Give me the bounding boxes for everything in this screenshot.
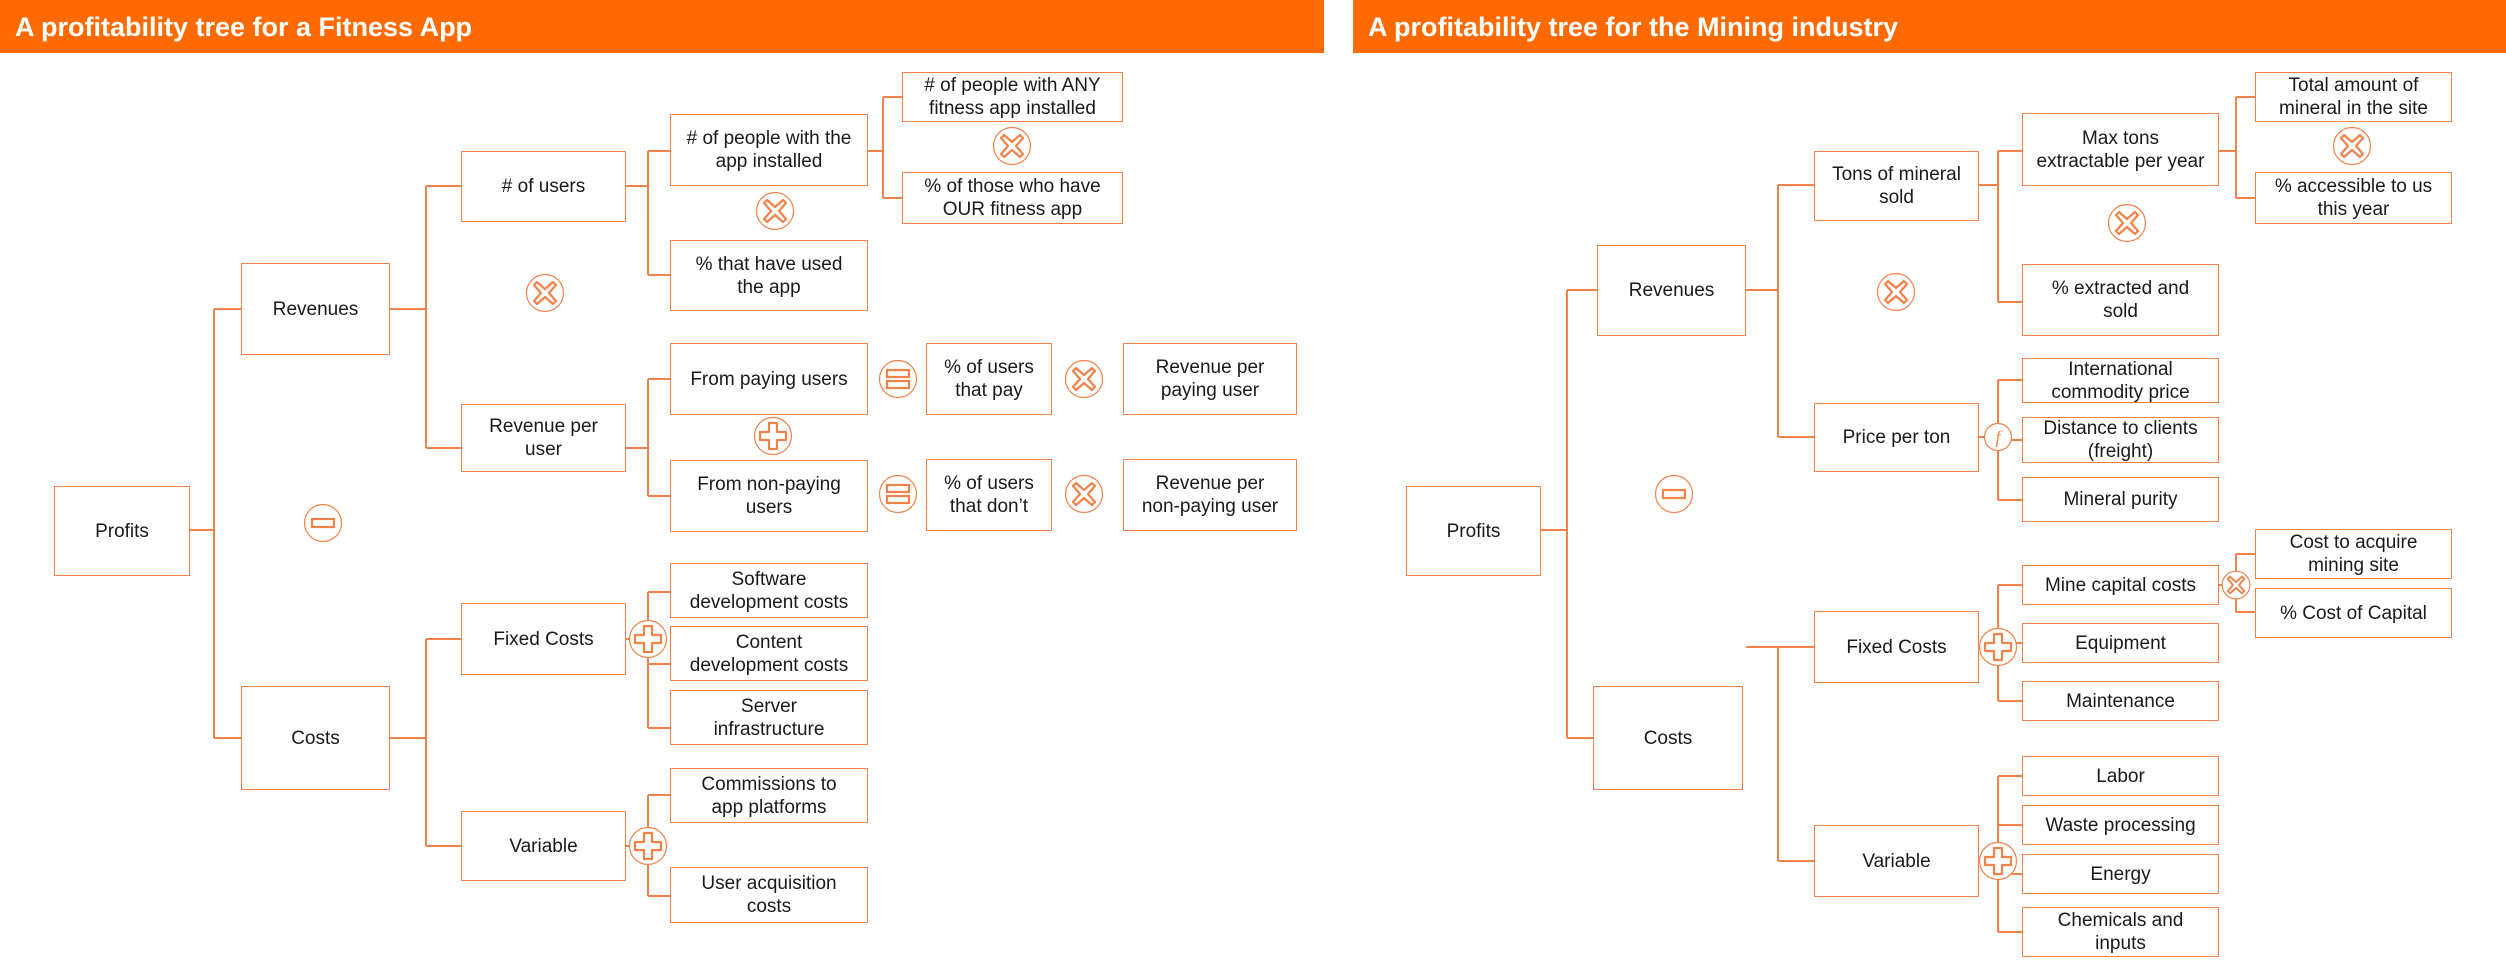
mining-header: A profitability tree for the Mining indu… xyxy=(1353,0,2506,53)
fitness-revenues-node: Revenues xyxy=(241,263,390,355)
multiply-icon xyxy=(1064,474,1104,514)
plus-icon xyxy=(628,619,668,659)
multiply-icon xyxy=(2221,570,2251,600)
multiply-icon xyxy=(2332,126,2372,166)
fitness-user-acq-node: User acquisition costs xyxy=(670,867,868,923)
fitness-people-installed-node: # of people with the app installed xyxy=(670,114,868,186)
fitness-our-fitness-node: % of those who have OUR fitness app xyxy=(902,172,1123,224)
multiply-icon xyxy=(525,273,565,313)
mining-waste-node: Waste processing xyxy=(2022,805,2219,845)
fitness-revenue-per-user-node: Revenue per user xyxy=(461,404,626,472)
mining-revenues-node: Revenues xyxy=(1597,245,1746,336)
fitness-pct-used-node: % that have used the app xyxy=(670,240,868,311)
fitness-from-nonpaying-node: From non-paying users xyxy=(670,460,868,532)
mining-fixed-costs-node: Fixed Costs xyxy=(1814,611,1979,683)
fitness-rev-paying-node: Revenue per paying user xyxy=(1123,343,1297,415)
equals-icon xyxy=(878,359,918,399)
fitness-costs-node: Costs xyxy=(241,686,390,790)
mining-tons-sold-node: Tons of mineral sold xyxy=(1814,151,1979,221)
multiply-icon xyxy=(1876,272,1916,312)
mining-equipment-node: Equipment xyxy=(2022,623,2219,663)
mining-profits-node: Profits xyxy=(1406,486,1541,576)
mining-variable-node: Variable xyxy=(1814,825,1979,897)
minus-icon xyxy=(303,503,343,543)
mining-price-per-ton-node: Price per ton xyxy=(1814,403,1979,472)
mining-chemicals-node: Chemicals and inputs xyxy=(2022,907,2219,957)
mining-distance-node: Distance to clients (freight) xyxy=(2022,417,2219,463)
fitness-pct-pay-node: % of users that pay xyxy=(926,343,1052,415)
multiply-icon xyxy=(755,191,795,231)
equals-icon xyxy=(878,474,918,514)
mining-labor-node: Labor xyxy=(2022,756,2219,796)
fitness-server-infra-node: Server infrastructure xyxy=(670,690,868,745)
mining-purity-node: Mineral purity xyxy=(2022,477,2219,522)
mining-maintenance-node: Maintenance xyxy=(2022,681,2219,721)
fitness-rev-nonpaying-node: Revenue per non-paying user xyxy=(1123,459,1297,531)
mining-mine-capital-node: Mine capital costs xyxy=(2022,565,2219,605)
mining-costs-node: Costs xyxy=(1593,686,1743,790)
fitness-profits-node: Profits xyxy=(54,486,190,576)
mining-energy-node: Energy xyxy=(2022,854,2219,894)
fitness-any-fitness-node: # of people with ANY fitness app install… xyxy=(902,72,1123,122)
multiply-icon xyxy=(2107,203,2147,243)
function-icon: f xyxy=(1983,422,2013,452)
plus-icon xyxy=(628,826,668,866)
minus-icon xyxy=(1654,474,1694,514)
fitness-variable-node: Variable xyxy=(461,811,626,881)
mining-pct-cost-capital-node: % Cost of Capital xyxy=(2255,588,2452,638)
fitness-header: A profitability tree for a Fitness App xyxy=(0,0,1324,53)
mining-title: A profitability tree for the Mining indu… xyxy=(1368,12,1899,42)
fitness-from-paying-node: From paying users xyxy=(670,343,868,415)
fitness-content-dev-node: Content development costs xyxy=(670,626,868,681)
mining-max-tons-node: Max tons extractable per year xyxy=(2022,113,2219,186)
fitness-software-dev-node: Software development costs xyxy=(670,563,868,618)
mining-cost-acquire-node: Cost to acquire mining site xyxy=(2255,529,2452,579)
plus-icon xyxy=(1978,627,2018,667)
svg-text:f: f xyxy=(1995,427,2003,447)
fitness-num-users-node: # of users xyxy=(461,151,626,222)
plus-icon xyxy=(753,416,793,456)
mining-pct-extracted-node: % extracted and sold xyxy=(2022,264,2219,336)
plus-icon xyxy=(1978,841,2018,881)
fitness-title: A profitability tree for a Fitness App xyxy=(15,12,473,42)
mining-intl-price-node: International commodity price xyxy=(2022,358,2219,403)
multiply-icon xyxy=(1064,359,1104,399)
mining-total-mineral-node: Total amount of mineral in the site xyxy=(2255,72,2452,122)
mining-pct-accessible-node: % accessible to us this year xyxy=(2255,172,2452,224)
fitness-fixed-costs-node: Fixed Costs xyxy=(461,603,626,675)
fitness-commissions-node: Commissions to app platforms xyxy=(670,768,868,823)
fitness-pct-dont-node: % of users that don’t xyxy=(926,459,1052,531)
multiply-icon xyxy=(992,126,1032,166)
